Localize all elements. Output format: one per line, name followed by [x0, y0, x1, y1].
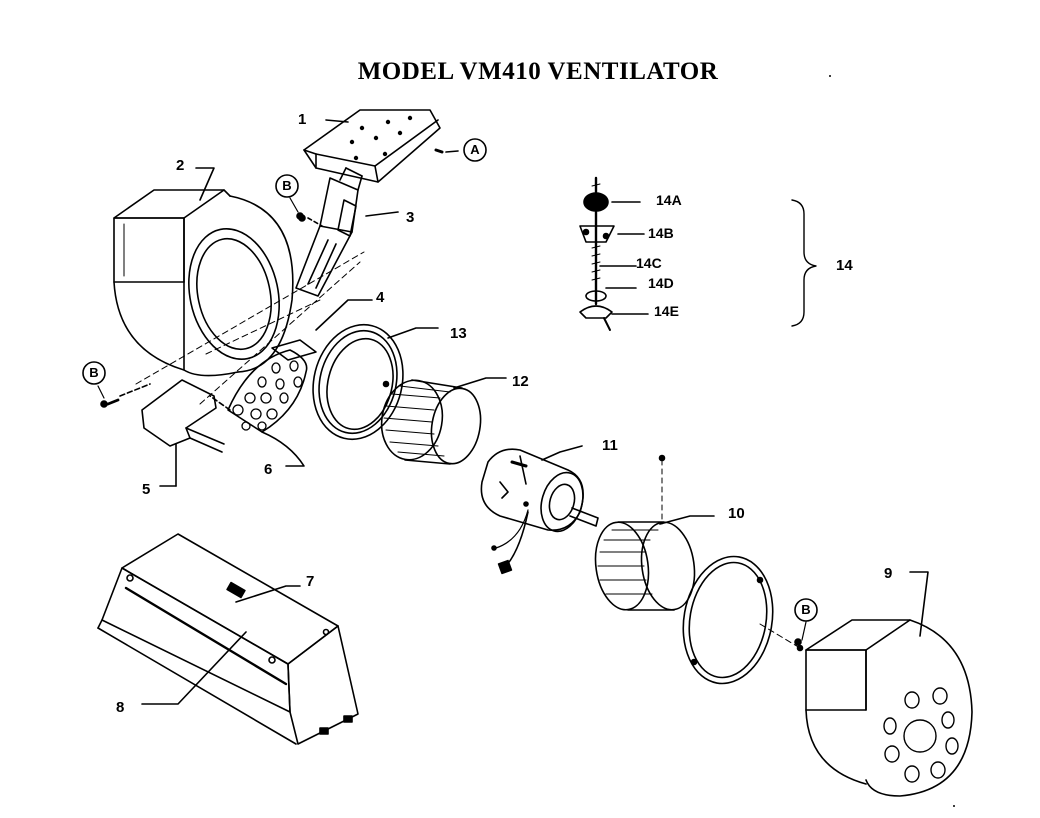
part-9-blower-housing-right	[805, 571, 973, 797]
diagram-title: MODEL VM410 VENTILATOR	[357, 58, 719, 85]
callout-1: 1	[298, 111, 307, 128]
marker-circle-b3	[794, 598, 818, 622]
callout-4: 4	[376, 289, 385, 306]
part-11-motor	[480, 445, 599, 575]
marker-circle-a	[463, 138, 487, 162]
callout-14c: 14C	[636, 255, 662, 271]
callout-7: 7	[306, 573, 315, 590]
callout-10: 10	[728, 505, 745, 522]
callout-8: 8	[116, 699, 125, 716]
callout-14e: 14E	[654, 303, 679, 319]
callout-14: 14	[836, 257, 853, 274]
hardware-tag-b-left: B	[89, 365, 99, 380]
part-10-blower-wheel-right	[594, 454, 715, 611]
part-12-blower-wheel-left	[380, 377, 507, 465]
callout-5: 5	[142, 481, 151, 498]
callout-3: 3	[406, 209, 415, 226]
hardware-tag-a: A	[470, 142, 480, 157]
part-6-perforated-panel	[209, 349, 308, 467]
callout-12: 12	[512, 373, 529, 390]
marker-circle-b2	[82, 361, 106, 385]
hardware-tag-b-right: B	[801, 602, 811, 617]
part-9-outlet-ring	[682, 555, 804, 685]
part-3-hanger-bracket	[295, 167, 399, 297]
part-1-mounting-plate	[303, 109, 459, 183]
part-14-leveling-assembly	[579, 176, 817, 331]
callout-14a: 14A	[656, 192, 682, 208]
callout-6: 6	[264, 461, 273, 478]
part-4-strip	[271, 299, 373, 361]
callout-2: 2	[176, 157, 185, 174]
part-7-8-base-pan	[97, 533, 359, 745]
marker-circle-b1	[275, 174, 299, 198]
part-13-inlet-ring	[312, 323, 439, 441]
hardware-tag-b-top: B	[282, 178, 292, 193]
hardware-markers	[82, 138, 818, 646]
callout-9: 9	[884, 565, 893, 582]
part-2-blower-housing-left	[113, 167, 294, 377]
part-5-lower-bracket	[106, 251, 365, 487]
callout-11: 11	[602, 437, 618, 454]
callout-14b: 14B	[648, 225, 674, 241]
callout-14d: 14D	[648, 275, 674, 291]
callout-13: 13	[450, 325, 467, 342]
